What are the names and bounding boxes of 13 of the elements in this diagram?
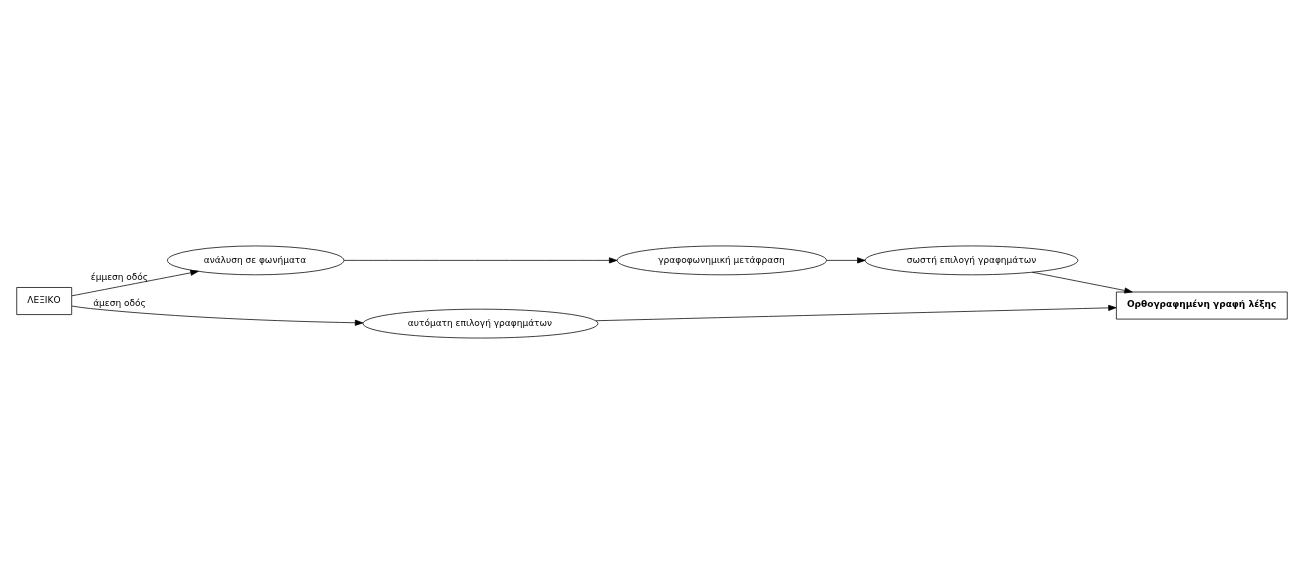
arrow <box>826 257 866 264</box>
edge-label: έμμεση οδός <box>90 271 149 282</box>
arrow <box>595 304 1117 322</box>
node-ellipse: σωστή επιλογή γραφημάτων <box>864 245 1079 276</box>
arrow <box>71 269 199 297</box>
arrow <box>1032 271 1133 294</box>
arrow <box>343 257 618 264</box>
node-ellipse: αυτόματη επιλογή γραφημάτων <box>362 308 599 339</box>
arrow <box>71 305 364 326</box>
node-ellipse: γραφοφωνημική μετάφραση <box>616 245 827 276</box>
edge-label: άμεση οδός <box>93 298 146 308</box>
node-box: Ορθογραφημένη γραφή λέξης <box>1116 291 1288 320</box>
node-box: ΛΕΞΙΚΟ <box>16 287 73 315</box>
